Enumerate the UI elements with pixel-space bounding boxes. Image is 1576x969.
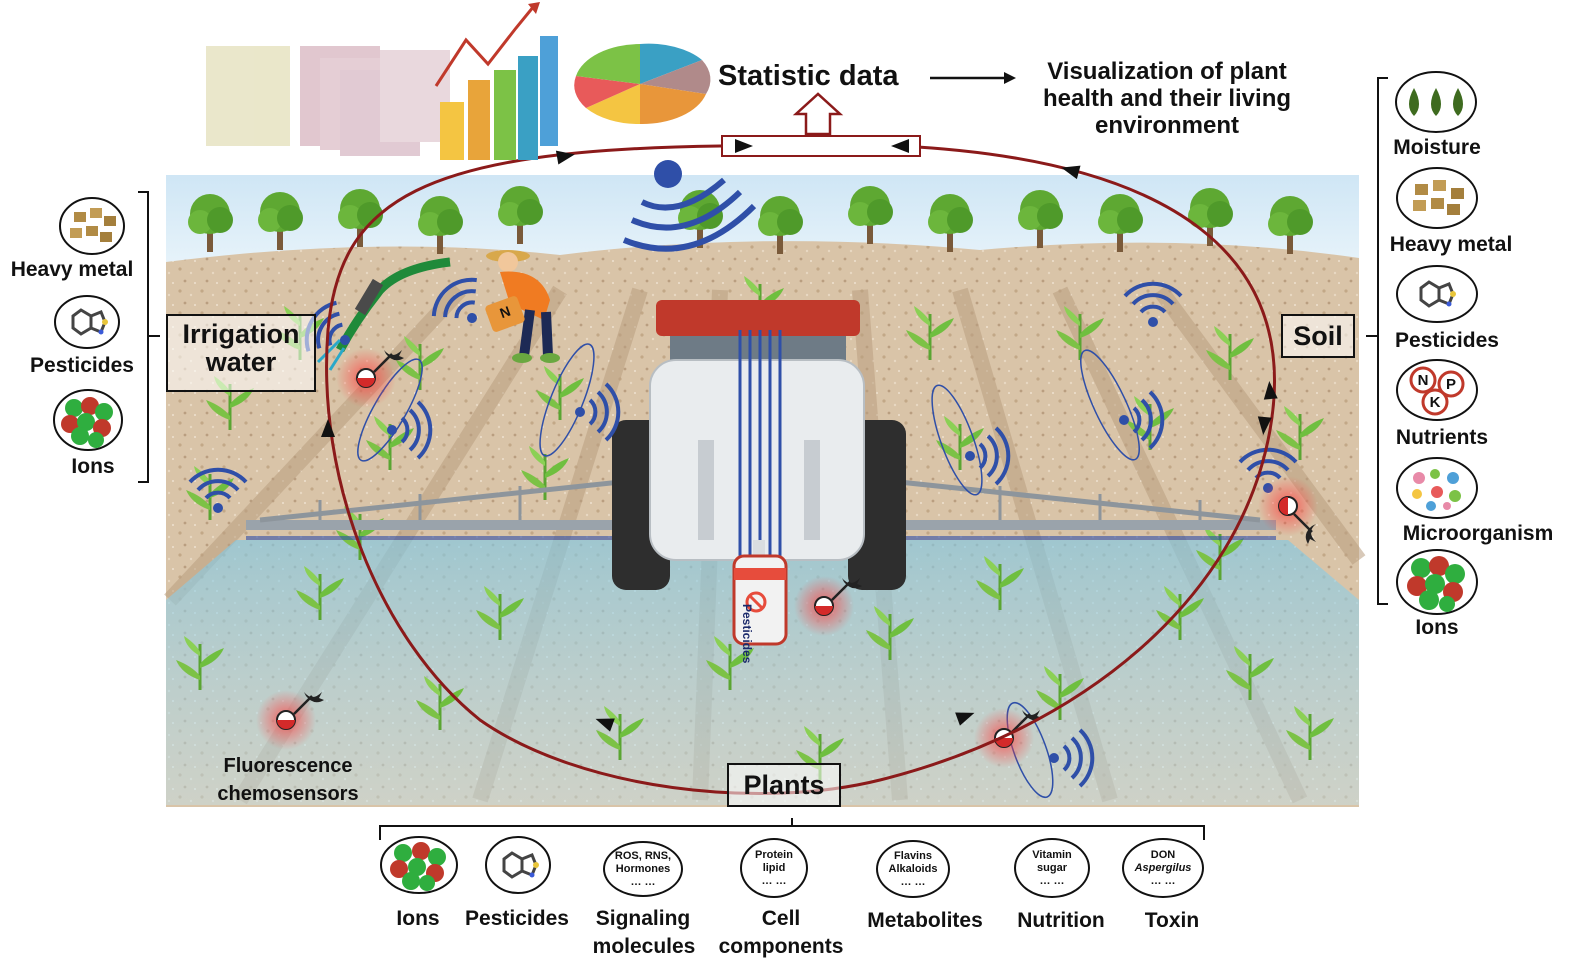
spray-tank — [649, 359, 865, 561]
signaling-label-line-1: Signaling — [595, 907, 691, 930]
pesticide-bottle — [732, 540, 788, 646]
upload-arrow-icon — [792, 92, 844, 136]
image-stack-icon — [206, 46, 450, 156]
plants-ions-label: Ions — [396, 907, 440, 930]
ions-icon — [53, 389, 123, 451]
irrigation-hose — [316, 257, 451, 371]
right-pesticides-label: Pesticides — [1395, 329, 1499, 352]
circle-text: … … — [1150, 874, 1176, 887]
pesticide-molecule-icon — [485, 836, 551, 894]
heavy-metal-icon — [1396, 167, 1478, 229]
circle-text: ROS, RNS, — [614, 849, 672, 862]
pesticide-molecule-icon — [1396, 265, 1478, 323]
irrigation-water-line-1: Irrigation — [182, 319, 300, 349]
circle-text: Hormones — [615, 862, 671, 875]
statistic-data-label: Statistic data — [718, 60, 899, 92]
right-ions-label: Ions — [1415, 616, 1459, 639]
plants-pesticides-label: Pesticides — [465, 907, 569, 930]
nutrition-label: Nutrition — [1017, 909, 1105, 932]
irrigation-water-box: Irrigation water — [166, 314, 316, 392]
toxin-circle: DON Aspergilus … … — [1122, 838, 1204, 898]
left-ions-label: Ions — [71, 455, 115, 478]
circle-text: … … — [1039, 874, 1065, 887]
plants-box: Plants — [727, 763, 841, 807]
irrigation-water-line-2: water — [205, 347, 277, 378]
pesticide-molecule-icon — [54, 295, 120, 349]
signaling-label-line-2: molecules — [592, 935, 696, 958]
microorganism-label: Microorganism — [1402, 522, 1554, 545]
irrigated-water-area — [166, 540, 1359, 805]
circle-text: Vitamin — [1032, 848, 1072, 861]
data-bar — [721, 135, 921, 157]
visualization-line-1: Visualization of plant — [1047, 58, 1287, 85]
soil-box: Soil — [1281, 314, 1355, 358]
bar-chart-icon — [434, 2, 558, 160]
ions-icon — [1396, 549, 1478, 615]
nutrients-label: Nutrients — [1395, 426, 1489, 449]
circle-text: lipid — [762, 861, 786, 874]
circle-text: … … — [630, 875, 656, 888]
heavy-metal-icon — [59, 197, 125, 255]
visualization-line-2: health and their living — [1042, 85, 1292, 112]
circle-text: Aspergilus — [1134, 861, 1192, 874]
loop-arrow-icon — [555, 147, 577, 165]
circle-text: … … — [761, 874, 787, 887]
sprayer-tractor — [246, 300, 1276, 646]
npk-letter-p: P — [1446, 376, 1456, 393]
farmer — [485, 250, 560, 363]
pie-chart-icon — [574, 43, 711, 125]
microorganism-icon — [1396, 457, 1478, 519]
circle-text: Protein — [755, 848, 793, 861]
left-pesticides-label: Pesticides — [30, 354, 134, 377]
visualization-line-3: environment — [1094, 112, 1240, 139]
grouping-brackets — [138, 77, 1388, 840]
chemosensor-label-line-2: chemosensors — [217, 783, 359, 805]
cell-label-line-1: Cell — [761, 907, 801, 930]
icon-circles: N P K — [53, 71, 1478, 894]
right-heavy-metal-label: Heavy metal — [1389, 233, 1513, 256]
circle-text: sugar — [1037, 861, 1067, 874]
circle-text: DON — [1150, 848, 1176, 861]
npk-letter-k: K — [1430, 394, 1441, 411]
tractor-cab-roof — [656, 300, 860, 336]
central-wifi-icon — [622, 160, 757, 252]
prohibit-icon — [745, 591, 767, 613]
metabolites-circle: Flavins Alkaloids … … — [876, 840, 950, 898]
cell-components-circle: Protein lipid … … — [740, 838, 808, 898]
left-heavy-metal-label: Heavy metal — [10, 258, 134, 281]
fertilizer-bag — [485, 296, 525, 332]
chemosensor-label-line-1: Fluorescence — [223, 755, 353, 777]
circle-text: … … — [900, 875, 926, 888]
circle-text: Flavins — [894, 849, 932, 862]
toxin-label: Toxin — [1144, 909, 1200, 932]
moisture-label: Moisture — [1393, 136, 1481, 159]
circle-text: Alkaloids — [888, 862, 938, 875]
nutrition-circle: Vitamin sugar … … — [1014, 838, 1090, 898]
pesticides-bottle-label: Pesticides — [740, 604, 754, 664]
ions-icon — [380, 836, 458, 894]
signaling-molecules-circle: ROS, RNS, Hormones … … — [603, 841, 683, 897]
soil-label: Soil — [1293, 321, 1343, 351]
water-drops-icon — [1395, 71, 1477, 133]
plants-label: Plants — [743, 770, 825, 800]
analytics-graphics — [206, 2, 711, 160]
metabolites-label: Metabolites — [867, 909, 983, 932]
cell-label-line-2: components — [718, 935, 844, 958]
npk-letter-n: N — [1418, 372, 1429, 389]
horizon-hills — [166, 241, 1359, 290]
npk-icon: N P K — [1396, 359, 1478, 421]
